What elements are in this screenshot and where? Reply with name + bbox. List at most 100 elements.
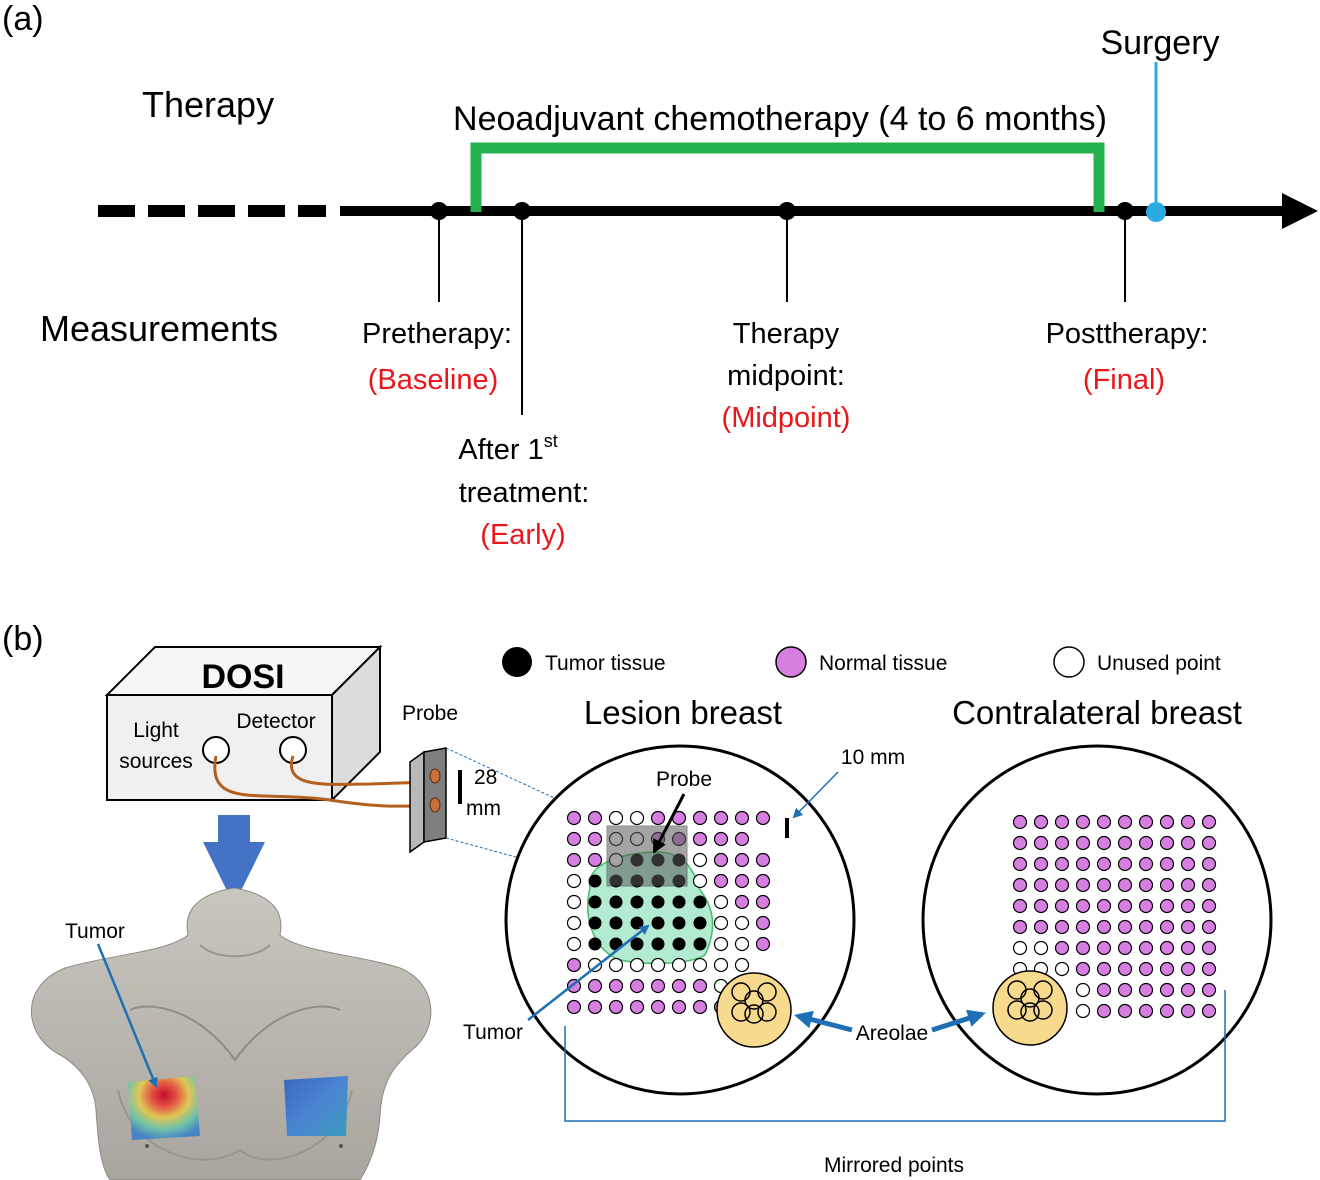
- contralateral-point-normal: [1117, 961, 1133, 977]
- contralateral-point-normal: [1054, 814, 1070, 830]
- contralateral-breast-title: Contralateral breast: [952, 694, 1242, 731]
- contralateral-point-normal: [1054, 919, 1070, 935]
- lesion-point-tumor: [693, 916, 707, 930]
- lesion-point-normal: [692, 810, 708, 826]
- lesion-point-normal: [755, 810, 771, 826]
- contralateral-point-normal: [1138, 835, 1154, 851]
- lesion-point-tumor: [630, 916, 644, 930]
- lesion-point-normal: [650, 810, 666, 826]
- lesion-point-normal: [713, 852, 729, 868]
- light-cable: [213, 755, 431, 808]
- contralateral-point-normal: [1033, 898, 1049, 914]
- grid-probe-label: Probe: [656, 768, 712, 791]
- timeline-arrowhead: [1282, 193, 1318, 229]
- lesion-point-normal: [566, 852, 582, 868]
- contralateral-point-normal: [1012, 919, 1028, 935]
- lesion-point-normal: [692, 999, 708, 1015]
- contralateral-point-normal: [1180, 856, 1196, 872]
- contralateral-point-normal: [1012, 835, 1028, 851]
- lesion-point-tumor: [693, 895, 707, 909]
- lesion-point-normal: [629, 978, 645, 994]
- lesion-point-tumor: [630, 937, 644, 951]
- lesion-point-tumor: [651, 895, 665, 909]
- contralateral-areola: [992, 970, 1068, 1046]
- contralateral-point-normal: [1159, 898, 1175, 914]
- torso-tumor-label: Tumor: [65, 920, 125, 943]
- lesion-point-unused: [629, 810, 645, 826]
- lesion-point-tumor: [672, 895, 686, 909]
- lesion-point-normal: [566, 810, 582, 826]
- lesion-point-unused: [671, 957, 687, 973]
- surgery-marker: [1146, 202, 1166, 222]
- contralateral-point-normal: [1033, 877, 1049, 893]
- contralateral-point-normal: [1180, 919, 1196, 935]
- lesion-point-normal: [650, 978, 666, 994]
- lesion-point-normal: [587, 978, 603, 994]
- lesion-point-unused: [713, 957, 729, 973]
- contralateral-point-normal: [1159, 1003, 1175, 1019]
- device-to-body-arrow: [203, 815, 265, 905]
- contralateral-point-normal: [1138, 982, 1154, 998]
- contralateral-point-normal: [1075, 835, 1091, 851]
- contralateral-point-normal: [1117, 982, 1133, 998]
- lesion-point-normal: [587, 831, 603, 847]
- contralateral-point-normal: [1117, 877, 1133, 893]
- lesion-point-normal: [734, 852, 750, 868]
- lesion-point-unused: [734, 957, 750, 973]
- lesion-point-normal: [755, 873, 771, 889]
- light-sources-label-line2: sources: [119, 750, 193, 773]
- legend-normal-swatch: [775, 646, 807, 678]
- contralateral-point-normal: [1201, 961, 1217, 977]
- lesion-breast-title: Lesion breast: [584, 694, 782, 731]
- contralateral-point-normal: [1054, 898, 1070, 914]
- contralateral-point-normal: [1012, 877, 1028, 893]
- legend-tumor-swatch: [502, 647, 532, 677]
- contralateral-point-normal: [1096, 940, 1112, 956]
- contralateral-point-normal: [1033, 919, 1049, 935]
- contralateral-point-normal: [1180, 814, 1196, 830]
- contralateral-point-normal: [1159, 919, 1175, 935]
- contralateral-point-normal: [1054, 877, 1070, 893]
- contralateral-point-normal: [1180, 835, 1196, 851]
- lesion-point-unused: [734, 936, 750, 952]
- timepoint-midpoint-name-line1: Therapy: [733, 318, 840, 350]
- contralateral-point-normal: [1159, 982, 1175, 998]
- contralateral-point-normal: [1054, 940, 1070, 956]
- grid-tumor-arrow: [527, 924, 650, 1021]
- lesion-point-normal: [629, 999, 645, 1015]
- contralateral-point-unused: [1012, 940, 1028, 956]
- areolae-arrow-left: [794, 1010, 853, 1033]
- contralateral-point-normal: [1117, 835, 1133, 851]
- contralateral-point-normal: [1138, 919, 1154, 935]
- contralateral-point-normal: [1201, 1003, 1217, 1019]
- lesion-point-unused: [713, 936, 729, 952]
- lesion-point-unused: [566, 936, 582, 952]
- grid-spacing-label: 10 mm: [841, 746, 905, 769]
- contralateral-point-normal: [1096, 898, 1112, 914]
- contralateral-point-normal: [1180, 961, 1196, 977]
- lesion-point-normal: [713, 810, 729, 826]
- lesion-point-normal: [608, 978, 624, 994]
- probe-size-unit: mm: [466, 797, 501, 820]
- legend-tumor-text: Tumor tissue: [545, 652, 666, 675]
- contralateral-point-normal: [1159, 856, 1175, 872]
- contralateral-point-normal: [1012, 898, 1028, 914]
- legend: Tumor tissue Normal tissue Unused point: [502, 646, 1221, 678]
- torso-tumor-arrow: [96, 943, 158, 1088]
- timepoint-early-name-line1: After 1st: [458, 431, 557, 466]
- lesion-point-tumor: [651, 937, 665, 951]
- areolae-arrow-right: [931, 1009, 986, 1033]
- contralateral-point-normal: [1096, 856, 1112, 872]
- contralateral-point-normal: [1201, 982, 1217, 998]
- grid-probe-arrow: [652, 793, 686, 854]
- contralateral-point-normal: [1117, 814, 1133, 830]
- contralateral-point-normal: [1201, 898, 1217, 914]
- torso-contralateral-map: [284, 1076, 348, 1136]
- timepoint-pretherapy-tag: (Baseline): [368, 364, 499, 396]
- lesion-point-tumor: [588, 874, 602, 888]
- lesion-point-tumor: [672, 937, 686, 951]
- lesion-point-unused: [587, 957, 603, 973]
- lesion-point-normal: [587, 810, 603, 826]
- lesion-point-normal: [734, 810, 750, 826]
